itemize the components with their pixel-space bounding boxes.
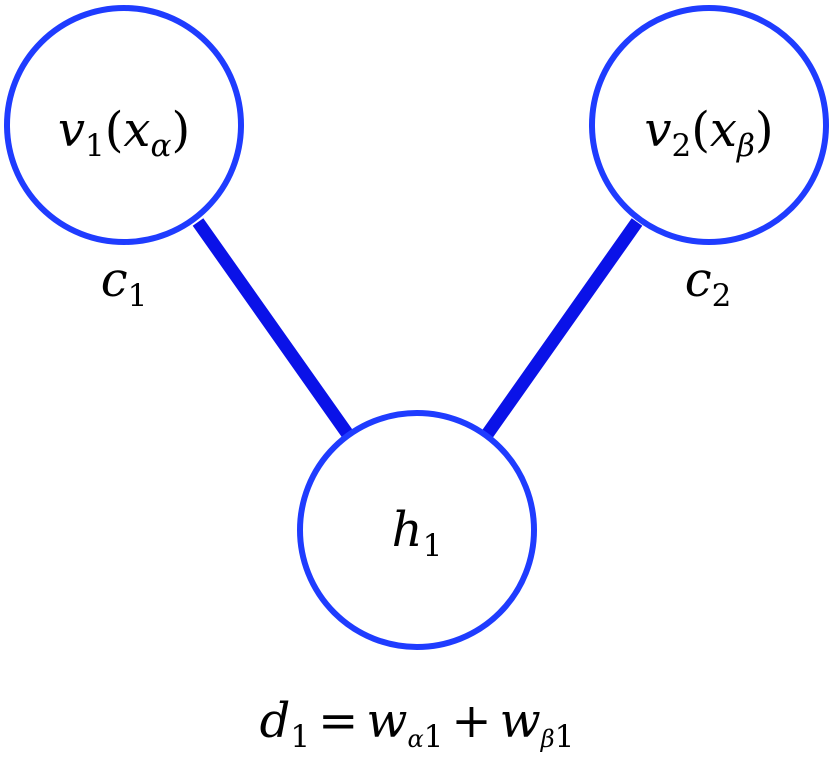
hidden-bias-equation: d1=wα1+wβ1	[260, 693, 575, 755]
node-circle-v2	[589, 5, 829, 245]
visible-node-v2: v2(xβ)	[589, 5, 829, 245]
visible-node-v1: v1(xα)	[4, 5, 244, 245]
node-label-v1: v1(xα)	[58, 102, 190, 164]
hidden-node-h1: h1	[297, 410, 537, 650]
bias-label-c2: c2	[685, 252, 732, 314]
node-label-v2: v2(xβ)	[644, 102, 773, 164]
node-label-h1: h1	[392, 502, 443, 564]
bias-label-c1: c1	[101, 252, 148, 314]
node-circle-h1	[297, 410, 537, 650]
node-circle-v1	[4, 5, 244, 245]
edge-v2-h1	[480, 218, 643, 440]
edge-v1-h1	[192, 218, 355, 440]
